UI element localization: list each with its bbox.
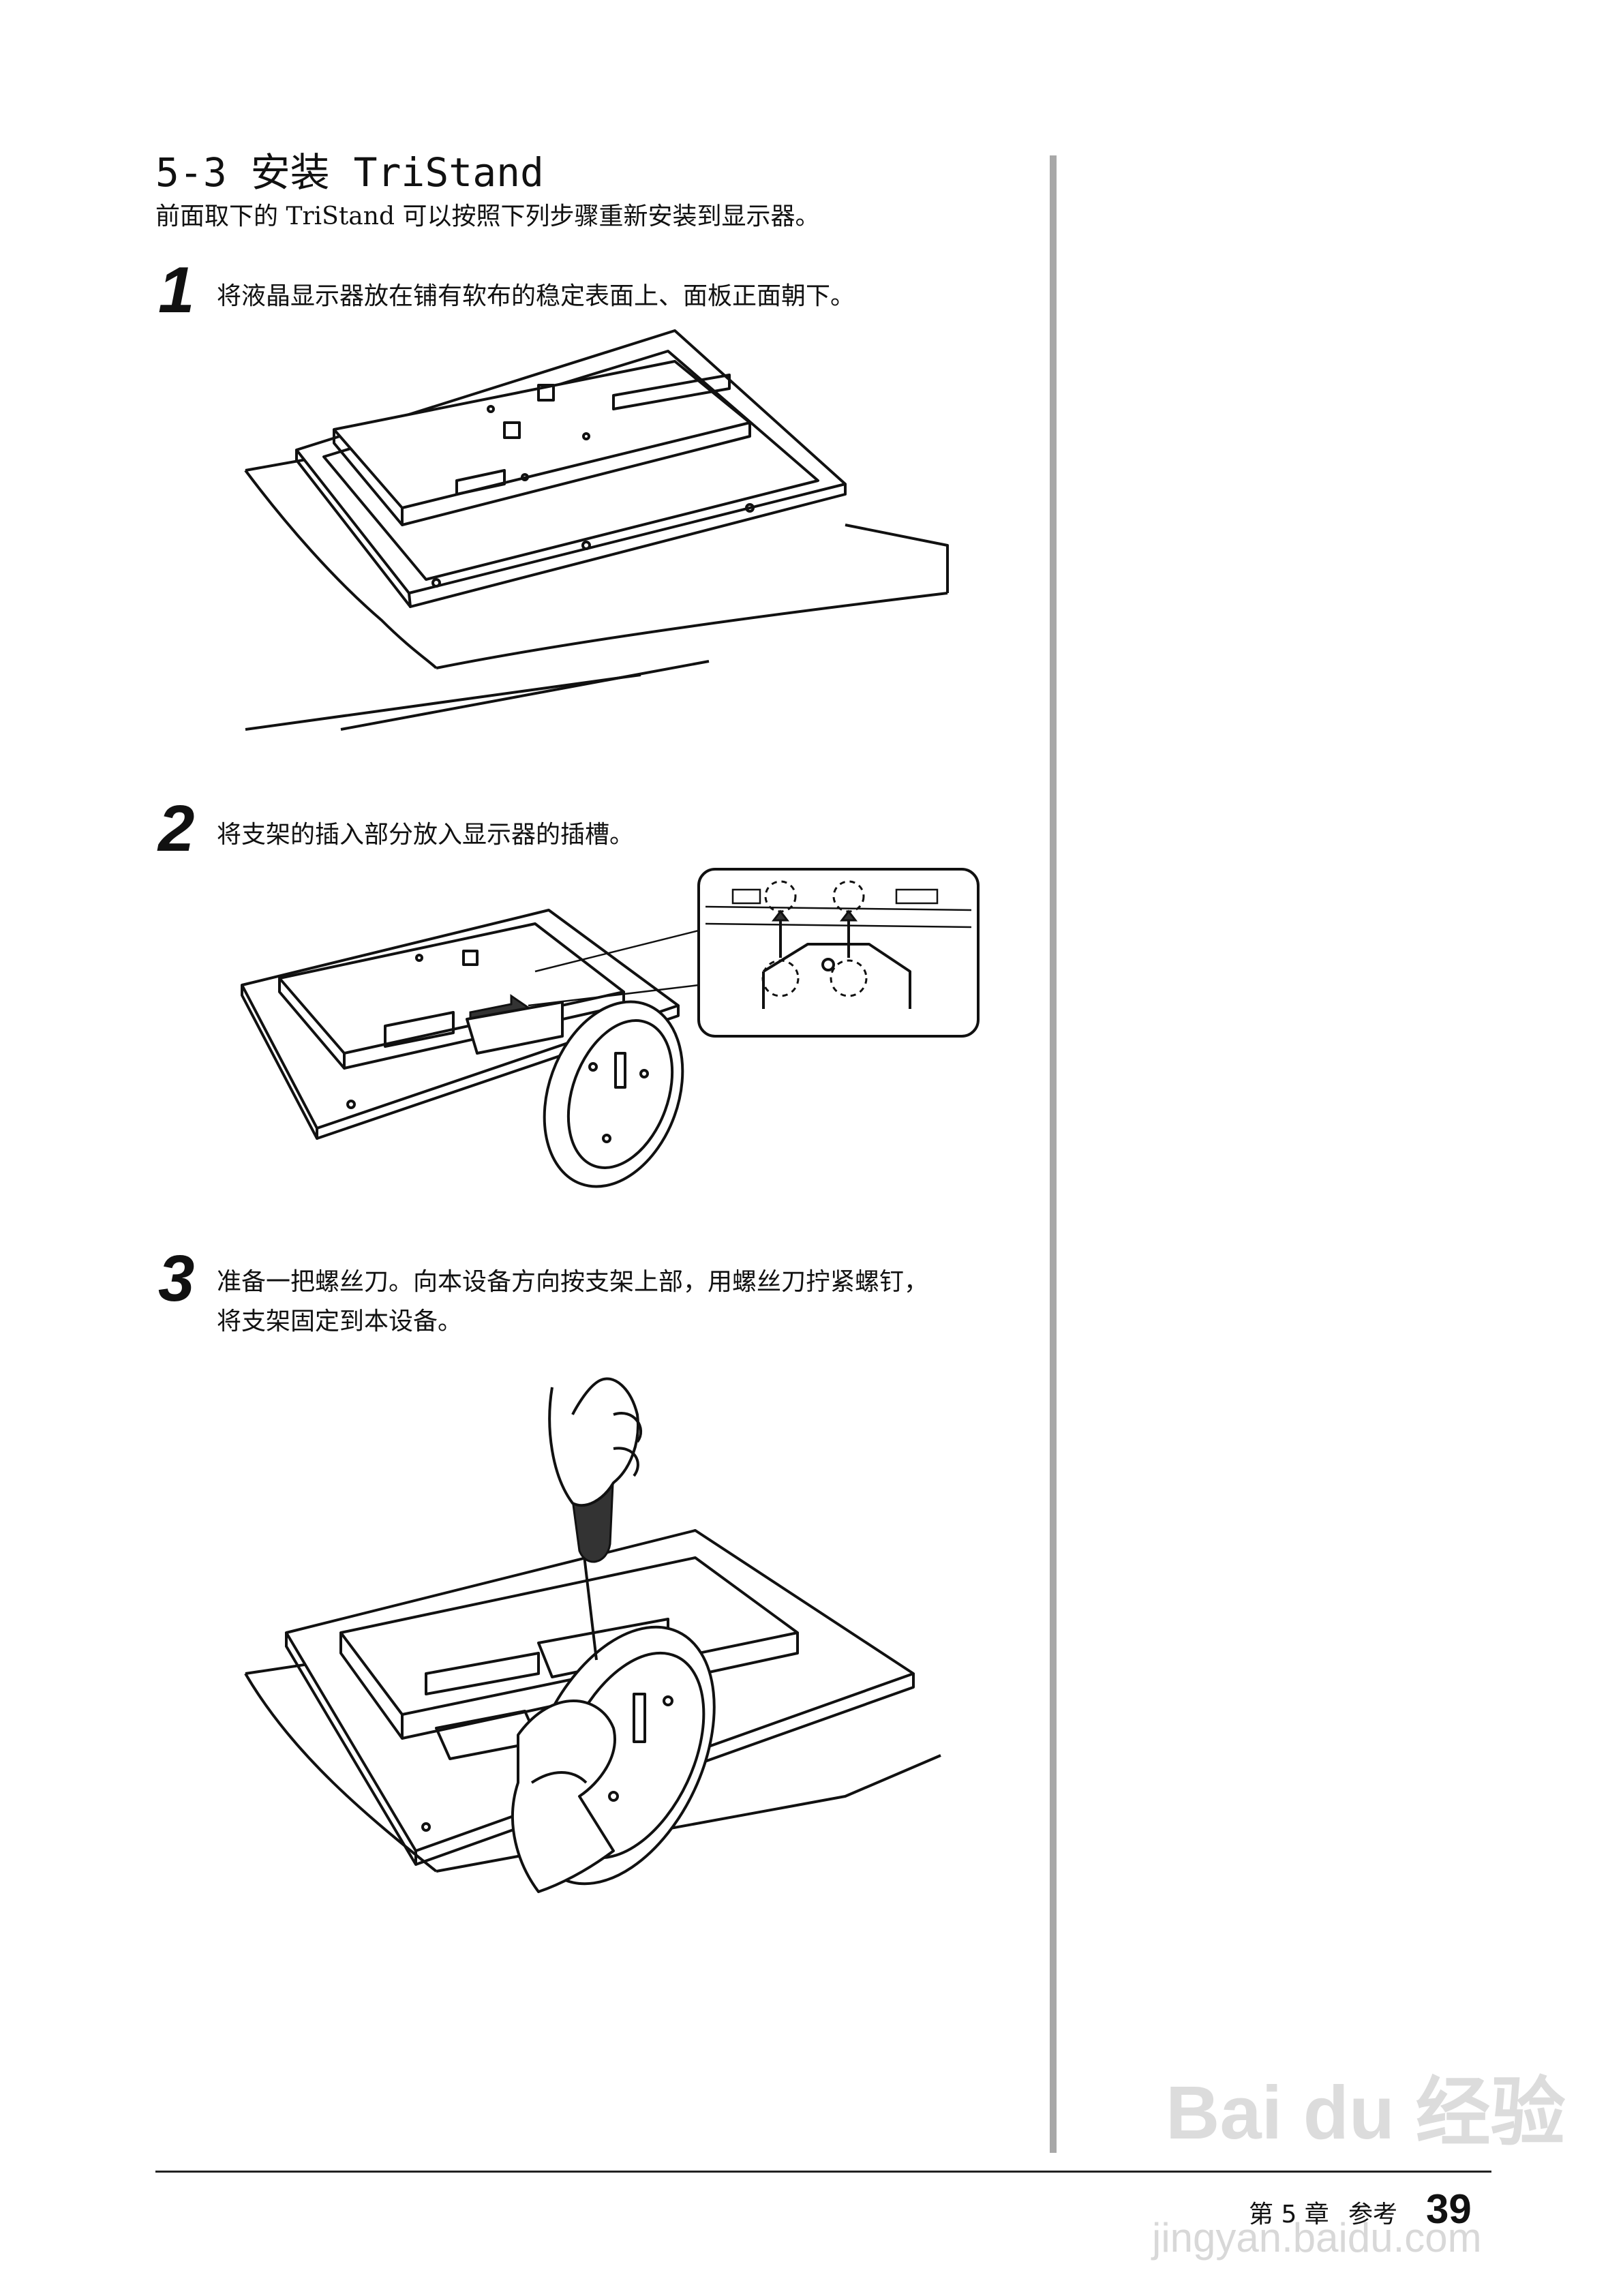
step-3-number: 3 (158, 1242, 195, 1315)
step-2-text: 将支架的插入部分放入显示器的插槽。 (217, 821, 635, 849)
watermark-url: jingyan.baidu.com (1152, 2215, 1482, 2261)
footer-section: 参考 (1348, 2201, 1398, 2229)
step-1-text: 将液晶显示器放在铺有软布的稳定表面上、面板正面朝下。 (217, 282, 855, 310)
step-3-text-line1: 准备一把螺丝刀。向本设备方向按支架上部，用螺丝刀拧紧螺钉， (217, 1268, 929, 1296)
step-1-number: 1 (158, 254, 195, 327)
step-1-illustration (244, 329, 949, 731)
footer-rule (155, 2171, 1491, 2173)
step-2-number: 2 (158, 792, 195, 865)
step-3-text-line2: 将支架固定到本设备。 (217, 1308, 463, 1335)
section-title: 5-3 安装 TriStand (155, 149, 544, 196)
step-2-illustration (241, 868, 980, 1188)
page-number: 39 (1426, 2186, 1472, 2232)
step-3-illustration (244, 1377, 941, 1893)
watermark-brand: Bai du 经验 (1166, 2071, 1566, 2155)
column-divider (1050, 155, 1057, 2153)
section-intro: 前面取下的 TriStand 可以按照下列步骤重新安装到显示器。 (155, 202, 820, 230)
footer-chapter: 第 5 章 (1249, 2201, 1329, 2229)
